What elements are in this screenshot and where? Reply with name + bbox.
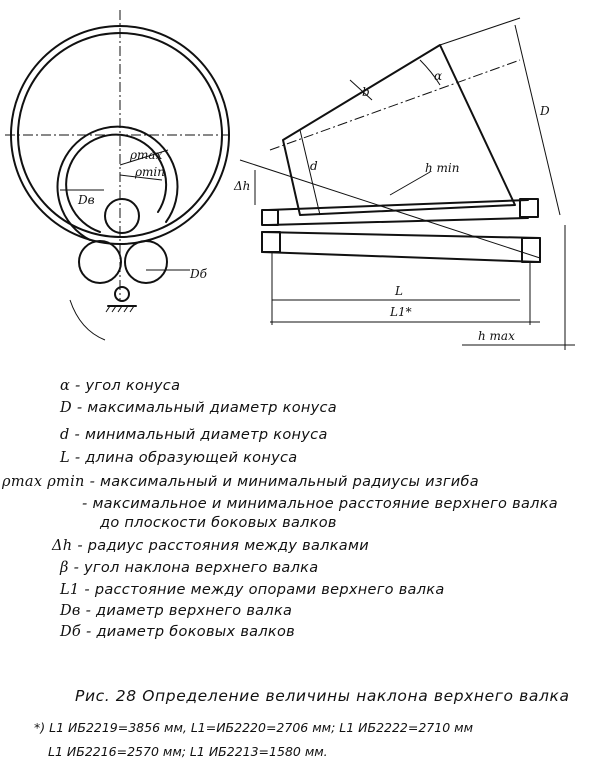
footnote-line-2: L1 ИБ2216=2570 мм; L1 ИБ2213=1580 мм. [48,744,328,759]
left-view: ρmax ρmin Dв Dб [5,10,230,341]
legend-text: - минимальный диаметр конуса [74,427,328,443]
legend-symbol: Δh [52,538,73,554]
lower-roll-bottom [261,251,541,263]
legend-symbol: d [60,427,70,443]
label-rho-min: ρmin [134,165,165,179]
label-h-max: h max [478,329,515,343]
support-hatching [105,305,135,313]
legend-item-L: L - длина образующей конуса [60,450,297,466]
legend-text: - максимальное и минимальное расстояние … [82,496,558,512]
legend-symbol: L [60,450,70,466]
footnote-text-1: L1 ИБ2219=3856 мм, L1=ИБ2220=2706 мм; L1… [49,720,473,735]
lower-roll-top [261,231,541,239]
footnote-line-1: *) L1 ИБ2219=3856 мм, L1=ИБ2220=2706 мм;… [34,720,473,735]
upper-roll [104,198,140,234]
D-ext-top [439,17,521,46]
legend-symbol: ρmax ρmin [2,474,85,490]
inner-arc-min [65,133,168,233]
legend-symbol: Dб [60,624,82,640]
right-view: α b D d h min Δh L L1* h max [233,17,575,350]
label-delta-h: Δh [233,179,250,193]
cone-axis [269,59,521,151]
upper-roll-top [267,199,529,211]
label-d-side: Dб [189,267,208,281]
D-dim-line [514,24,561,216]
legend-symbol: D [60,400,72,416]
technical-drawing: ρmax ρmin Dв Dб α b D d h min Δh [5,10,575,350]
legend-text: до плоскости боковых валков [100,515,337,531]
swing-arc [69,299,106,341]
label-L: L [394,284,403,298]
legend-text: - угол конуса [75,378,181,394]
pivot-support [114,286,130,302]
legend-item-D-side: Dб - диаметр боковых валков [60,624,295,640]
footnote-text-2: L1 ИБ2216=2570 мм; L1 ИБ2213=1580 мм. [48,744,328,759]
cone-outline [282,44,516,216]
label-h-min: h min [425,161,460,175]
legend-item-rho: ρmax ρmin - максимальный и минимальный р… [2,474,479,490]
legend-text: - максимальный и минимальный радиусы изг… [89,474,479,490]
side-roll-right [124,240,168,284]
legend-item-L1: L1 - расстояние между опорами верхнего в… [60,582,445,598]
alpha-arc [419,59,441,86]
legend-text: - максимальный диаметр конуса [76,400,337,416]
legend-item-h: - максимальное и минимальное расстояние … [82,496,558,512]
label-d-upper: Dв [77,193,95,207]
legend-item-alpha: α - угол конуса [60,378,180,394]
legend-text: - диаметр боковых валков [86,624,295,640]
legend: α - угол конуса D - максимальный диаметр… [0,372,600,772]
h-min-leader [389,171,431,196]
legend-symbol: β [60,560,69,576]
b-leader [349,79,373,101]
legend-symbol: α [60,378,71,394]
legend-item-d: d - минимальный диаметр конуса [60,427,328,443]
label-L1: L1* [389,305,412,319]
d-dim-line [299,129,321,216]
legend-item-h-cont: до плоскости боковых валков [100,515,337,531]
upper-roll-right-journal [519,198,539,218]
lower-roll-right-journal [521,237,541,263]
legend-text: - длина образующей конуса [74,450,298,466]
legend-item-beta: β - угол наклона верхнего валка [60,560,318,576]
label-d: d [310,159,318,173]
label-b: b [362,85,370,99]
legend-text: - диаметр верхнего валка [85,603,293,619]
label-rho-max: ρmax [129,148,163,162]
lower-roll-left-journal [261,231,281,253]
label-alpha: α [434,69,442,83]
legend-text: - радиус расстояния между валками [77,538,369,554]
radius-min-line [119,174,163,181]
label-D: D [539,104,550,118]
legend-text: - угол наклона верхнего валка [73,560,319,576]
tilt-line [239,159,541,259]
legend-text: - расстояние между опорами верхнего валк… [84,582,445,598]
legend-item-D-upper: Dв - диаметр верхнего валка [60,603,292,619]
legend-symbol: L1 [60,582,80,598]
upper-roll-left-journal [261,209,279,226]
side-roll-left [78,240,122,284]
inner-arc-max [56,125,179,241]
legend-item-delta-h: Δh - радиус расстояния между валками [52,538,369,554]
legend-item-D: D - максимальный диаметр конуса [60,400,337,416]
figure-caption: Рис. 28 Определение величины наклона вер… [75,687,570,705]
upper-roll-bottom [267,217,529,226]
footnote-marker: *) [34,720,46,735]
radius-max-line [119,149,169,166]
legend-symbol: Dв [60,603,81,619]
